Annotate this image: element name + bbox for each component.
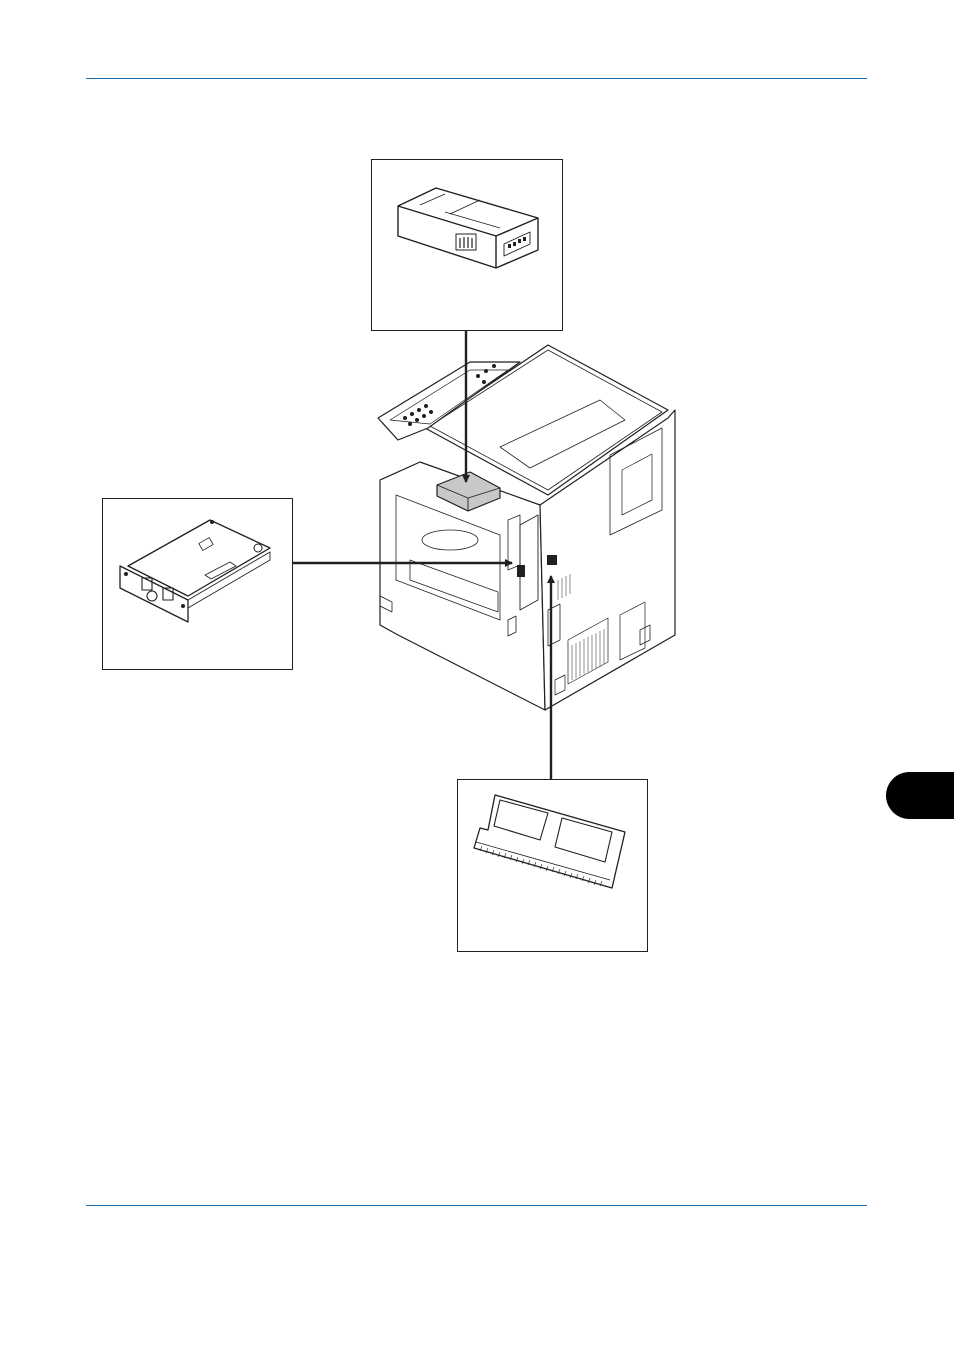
option-box-module-icon: [397, 187, 539, 269]
chapter-tab: [886, 772, 954, 819]
header-rule: [86, 78, 867, 79]
memory-module-icon: [473, 794, 626, 889]
memory-pins: [479, 845, 603, 887]
machine-illustration: [377, 344, 676, 711]
panel-keys: [403, 364, 496, 426]
footer-rule: [86, 1205, 867, 1206]
rear-vents: [557, 574, 605, 680]
interface-card-icon: [119, 519, 271, 623]
callout-lines: [292, 331, 555, 779]
